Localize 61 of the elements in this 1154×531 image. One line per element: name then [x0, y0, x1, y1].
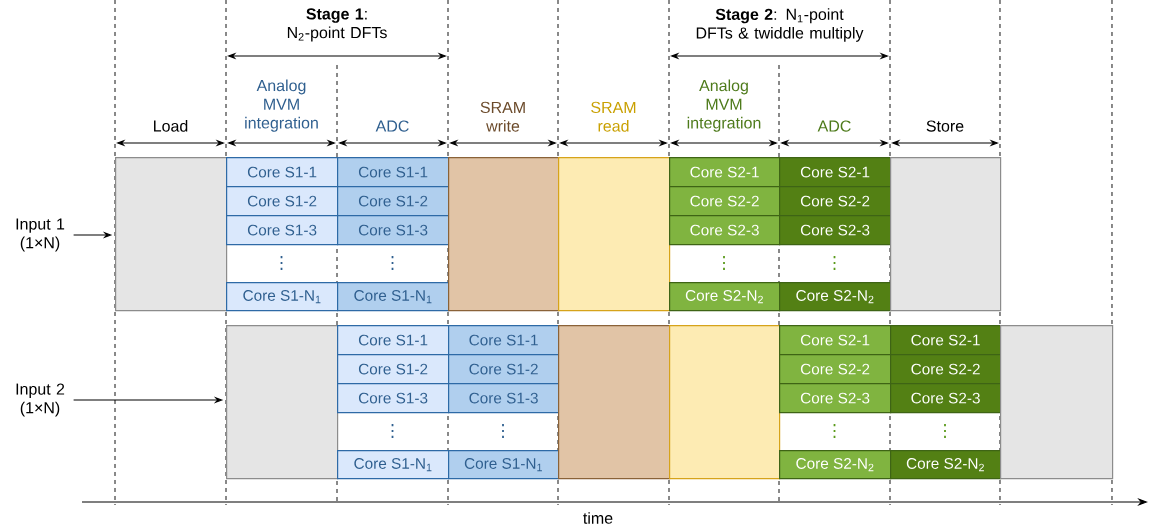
core-box: Core S2-N$_{2}$	[669, 282, 781, 312]
core-box: Core S1-N$_{1}$	[448, 450, 560, 480]
core-box: Core S2-N$_{2}$	[779, 450, 892, 480]
core-box: Core S2-N$_{2}$	[890, 450, 1002, 480]
core-box: Core S2-1	[779, 325, 892, 356]
core-box: Core S1-2	[337, 186, 450, 217]
ellipsis: ⋮	[723, 256, 725, 270]
core-box: Core S2-2	[669, 186, 781, 217]
column-heading: ADC	[817, 120, 851, 132]
core-box: Core S2-2	[779, 354, 892, 385]
core-box: Core S2-1	[779, 157, 892, 188]
core-box: Core S2-1	[890, 325, 1002, 356]
stage-band	[669, 325, 781, 480]
core-box: Core S1-1	[226, 157, 339, 188]
stage-band	[115, 157, 228, 312]
core-box: Core S1-2	[226, 186, 339, 217]
core-box: Core S1-3	[337, 383, 450, 414]
column-heading: SRAM write	[480, 101, 525, 132]
core-box: Core S1-2	[448, 354, 560, 385]
ellipsis: ⋮	[391, 424, 394, 438]
stage-heading: Stage 1: N$_{2}$-point DFTs	[287, 8, 387, 42]
column-heading: SRAM read	[591, 101, 636, 132]
core-box: Core S2-3	[890, 383, 1002, 414]
core-box: Core S1-N$_{1}$	[226, 282, 339, 312]
column-heading: Analog MVM integration	[245, 79, 318, 132]
core-box: Core S2-3	[779, 383, 892, 414]
ellipsis: ⋮	[502, 424, 504, 438]
stage-band	[448, 157, 560, 312]
stage-band	[890, 157, 1002, 312]
stage-band	[1000, 325, 1114, 480]
column-heading: Store	[926, 120, 964, 132]
stage-band	[558, 157, 671, 312]
core-box: Core S1-1	[337, 157, 450, 188]
core-box: Core S1-N$_{1}$	[337, 450, 450, 480]
column-heading: Load	[154, 120, 188, 132]
ellipsis: ⋮	[833, 256, 836, 270]
axis-label: time	[583, 512, 613, 524]
input-label: Input 1 (1×N)	[16, 218, 65, 252]
column-heading: ADC	[375, 120, 409, 132]
ellipsis: ⋮	[944, 424, 946, 438]
core-box: Core S1-1	[337, 325, 450, 356]
core-box: Core S1-3	[337, 215, 450, 246]
core-box: Core S1-1	[448, 325, 560, 356]
ellipsis: ⋮	[833, 424, 836, 438]
ellipsis: ⋮	[280, 256, 283, 270]
ellipsis: ⋮	[391, 256, 394, 270]
core-box: Core S2-1	[669, 157, 781, 188]
core-box: Core S2-N$_{2}$	[779, 282, 892, 312]
stage-band	[558, 325, 671, 480]
core-box: Core S1-2	[337, 354, 450, 385]
core-box: Core S2-3	[669, 215, 781, 246]
core-box: Core S1-3	[226, 215, 339, 246]
core-box: Core S1-3	[448, 383, 560, 414]
core-box: Core S2-3	[779, 215, 892, 246]
input-label: Input 2 (1×N)	[16, 383, 65, 417]
core-box: Core S2-2	[890, 354, 1002, 385]
stage-heading: Stage 2: N$_{1}$-point DFTs & twiddle multiply	[696, 8, 864, 42]
column-heading: Analog MVM integration	[687, 79, 761, 132]
stage-band	[226, 325, 339, 480]
core-box: Core S2-2	[779, 186, 892, 217]
core-box: Core S1-N$_{1}$	[337, 282, 450, 312]
